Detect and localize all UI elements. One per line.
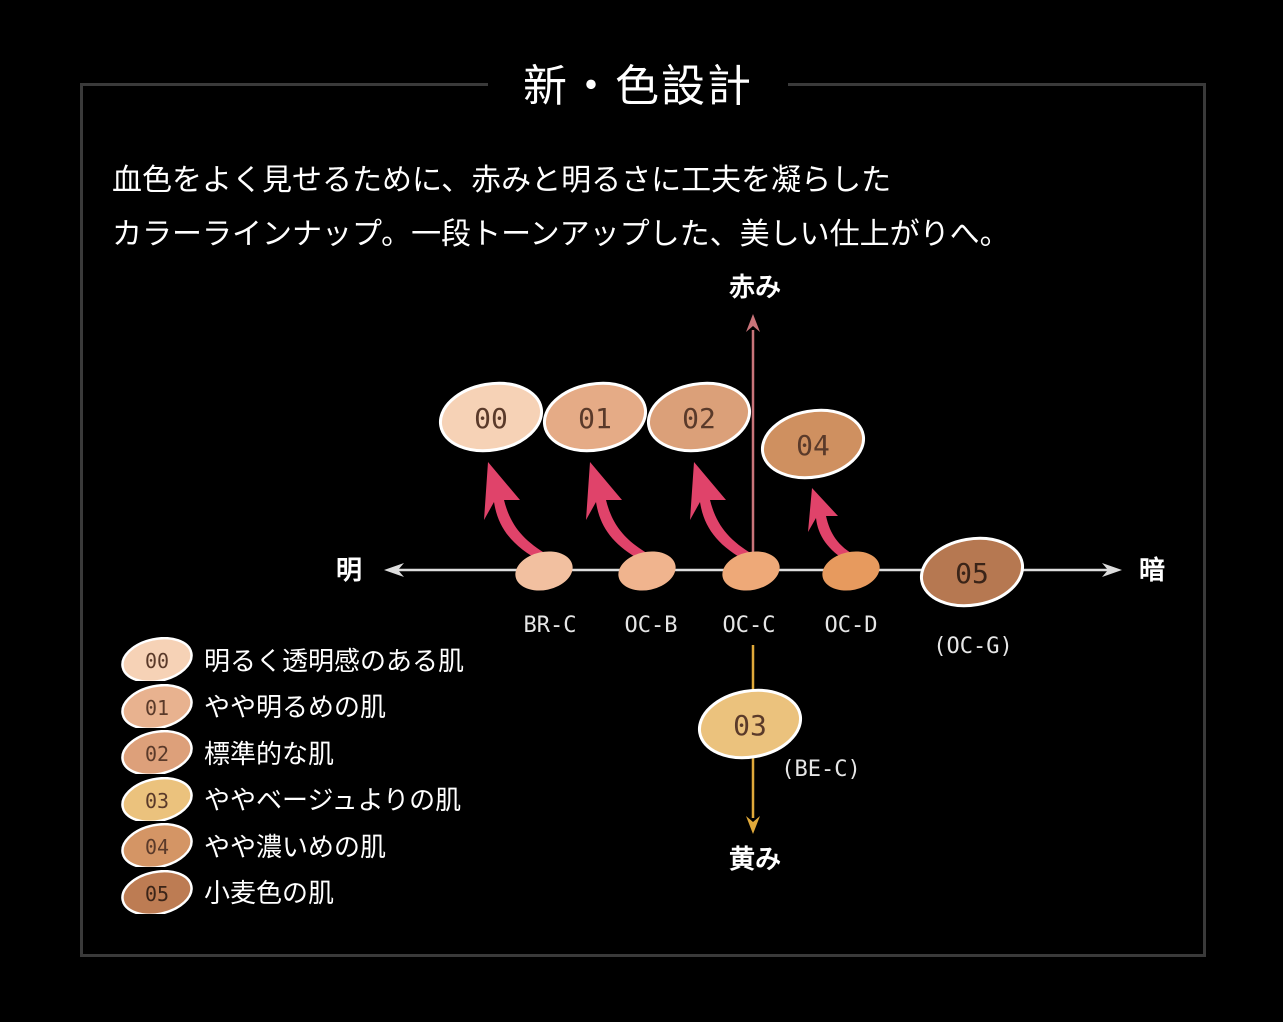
legend-item-02: 02 標準的な肌 bbox=[118, 729, 464, 776]
legend-label-05: 小麦色の肌 bbox=[204, 879, 335, 910]
axis-red-arrowhead bbox=[746, 314, 760, 332]
axis-left-arrowhead bbox=[384, 563, 404, 577]
intro-line-1: 血色をよく見せるために、赤みと明るさに工夫を凝らした bbox=[112, 163, 892, 198]
shade-note-03: (BE-C) bbox=[781, 757, 860, 782]
shade-label-01: 01 bbox=[578, 402, 612, 435]
intro-text: 血色をよく見せるために、赤みと明るさに工夫を凝らした カラーラインナップ。一段ト… bbox=[112, 154, 1010, 262]
legend-item-01: 01 やや明るめの肌 bbox=[118, 683, 464, 730]
base-label-oc-b: OC-B bbox=[625, 613, 678, 638]
base-oval-br-c bbox=[515, 551, 573, 591]
shift-arrow-01 bbox=[586, 462, 650, 562]
shade-label-00: 00 bbox=[474, 402, 508, 435]
shade-00: 00 bbox=[438, 381, 544, 453]
shift-arrow-00 bbox=[484, 462, 548, 562]
base-oval-oc-c bbox=[722, 551, 780, 591]
shift-arrow-02 bbox=[690, 462, 754, 562]
base-oval-oc-b bbox=[618, 551, 676, 591]
shade-note-05: (OC-G) bbox=[933, 634, 1012, 659]
legend-swatch-05: 05 bbox=[121, 869, 193, 914]
intro-line-2: カラーラインナップ。一段トーンアップした、美しい仕上がりへ。 bbox=[112, 217, 1010, 252]
legend-item-03: 03 ややベージュよりの肌 bbox=[118, 776, 464, 823]
shade-04: 04 bbox=[760, 408, 866, 480]
page-title: 新・色設計 bbox=[488, 52, 788, 122]
legend-swatch-00: 00 bbox=[121, 637, 193, 682]
legend-label-01: やや明るめの肌 bbox=[204, 693, 387, 724]
shade-05: 05 bbox=[919, 536, 1025, 608]
shift-arrows bbox=[484, 462, 856, 562]
shade-03: 03 bbox=[697, 688, 803, 760]
axis-label-right: 暗 bbox=[1139, 556, 1165, 586]
svg-text:05: 05 bbox=[145, 882, 169, 906]
legend-label-02: 標準的な肌 bbox=[204, 739, 335, 770]
legend-swatch-01: 01 bbox=[121, 683, 193, 728]
shade-label-02: 02 bbox=[682, 402, 716, 435]
legend-label-03: ややベージュよりの肌 bbox=[204, 786, 462, 817]
base-oval-oc-d bbox=[822, 551, 880, 591]
shade-label-05: 05 bbox=[955, 557, 989, 590]
base-label-br-c: BR-C bbox=[524, 613, 577, 638]
axis-label-top: 赤み bbox=[729, 273, 781, 303]
legend-swatch-02: 02 bbox=[121, 730, 193, 775]
svg-text:00: 00 bbox=[145, 649, 169, 673]
shade-label-03: 03 bbox=[733, 709, 767, 742]
legend-item-00: 00 明るく透明感のある肌 bbox=[118, 636, 464, 683]
svg-text:01: 01 bbox=[145, 696, 169, 720]
shade-label-04: 04 bbox=[796, 429, 830, 462]
legend-label-00: 明るく透明感のある肌 bbox=[204, 646, 465, 677]
svg-text:03: 03 bbox=[145, 789, 169, 813]
legend-swatch-04: 04 bbox=[121, 823, 193, 868]
svg-text:02: 02 bbox=[145, 742, 169, 766]
shift-arrow-04 bbox=[808, 488, 856, 562]
axis-yellow-arrowhead bbox=[746, 816, 760, 834]
legend-label-04: やや濃いめの肌 bbox=[204, 832, 387, 863]
shade-02: 02 bbox=[646, 381, 752, 453]
axis-right-arrowhead bbox=[1102, 563, 1122, 577]
legend-swatch-03: 03 bbox=[121, 776, 193, 821]
axis-label-left: 明 bbox=[336, 556, 362, 586]
legend-item-04: 04 やや濃いめの肌 bbox=[118, 822, 464, 869]
svg-text:04: 04 bbox=[145, 835, 169, 859]
base-label-oc-d: OC-D bbox=[825, 613, 878, 638]
legend-item-05: 05 小麦色の肌 bbox=[118, 869, 464, 916]
base-label-oc-c: OC-C bbox=[723, 613, 776, 638]
axis-label-bottom: 黄み bbox=[729, 845, 781, 875]
shade-01: 01 bbox=[542, 381, 648, 453]
shade-legend: 00 明るく透明感のある肌 01 やや明るめの肌 02 標準的な肌 03 ややベ… bbox=[118, 636, 464, 915]
